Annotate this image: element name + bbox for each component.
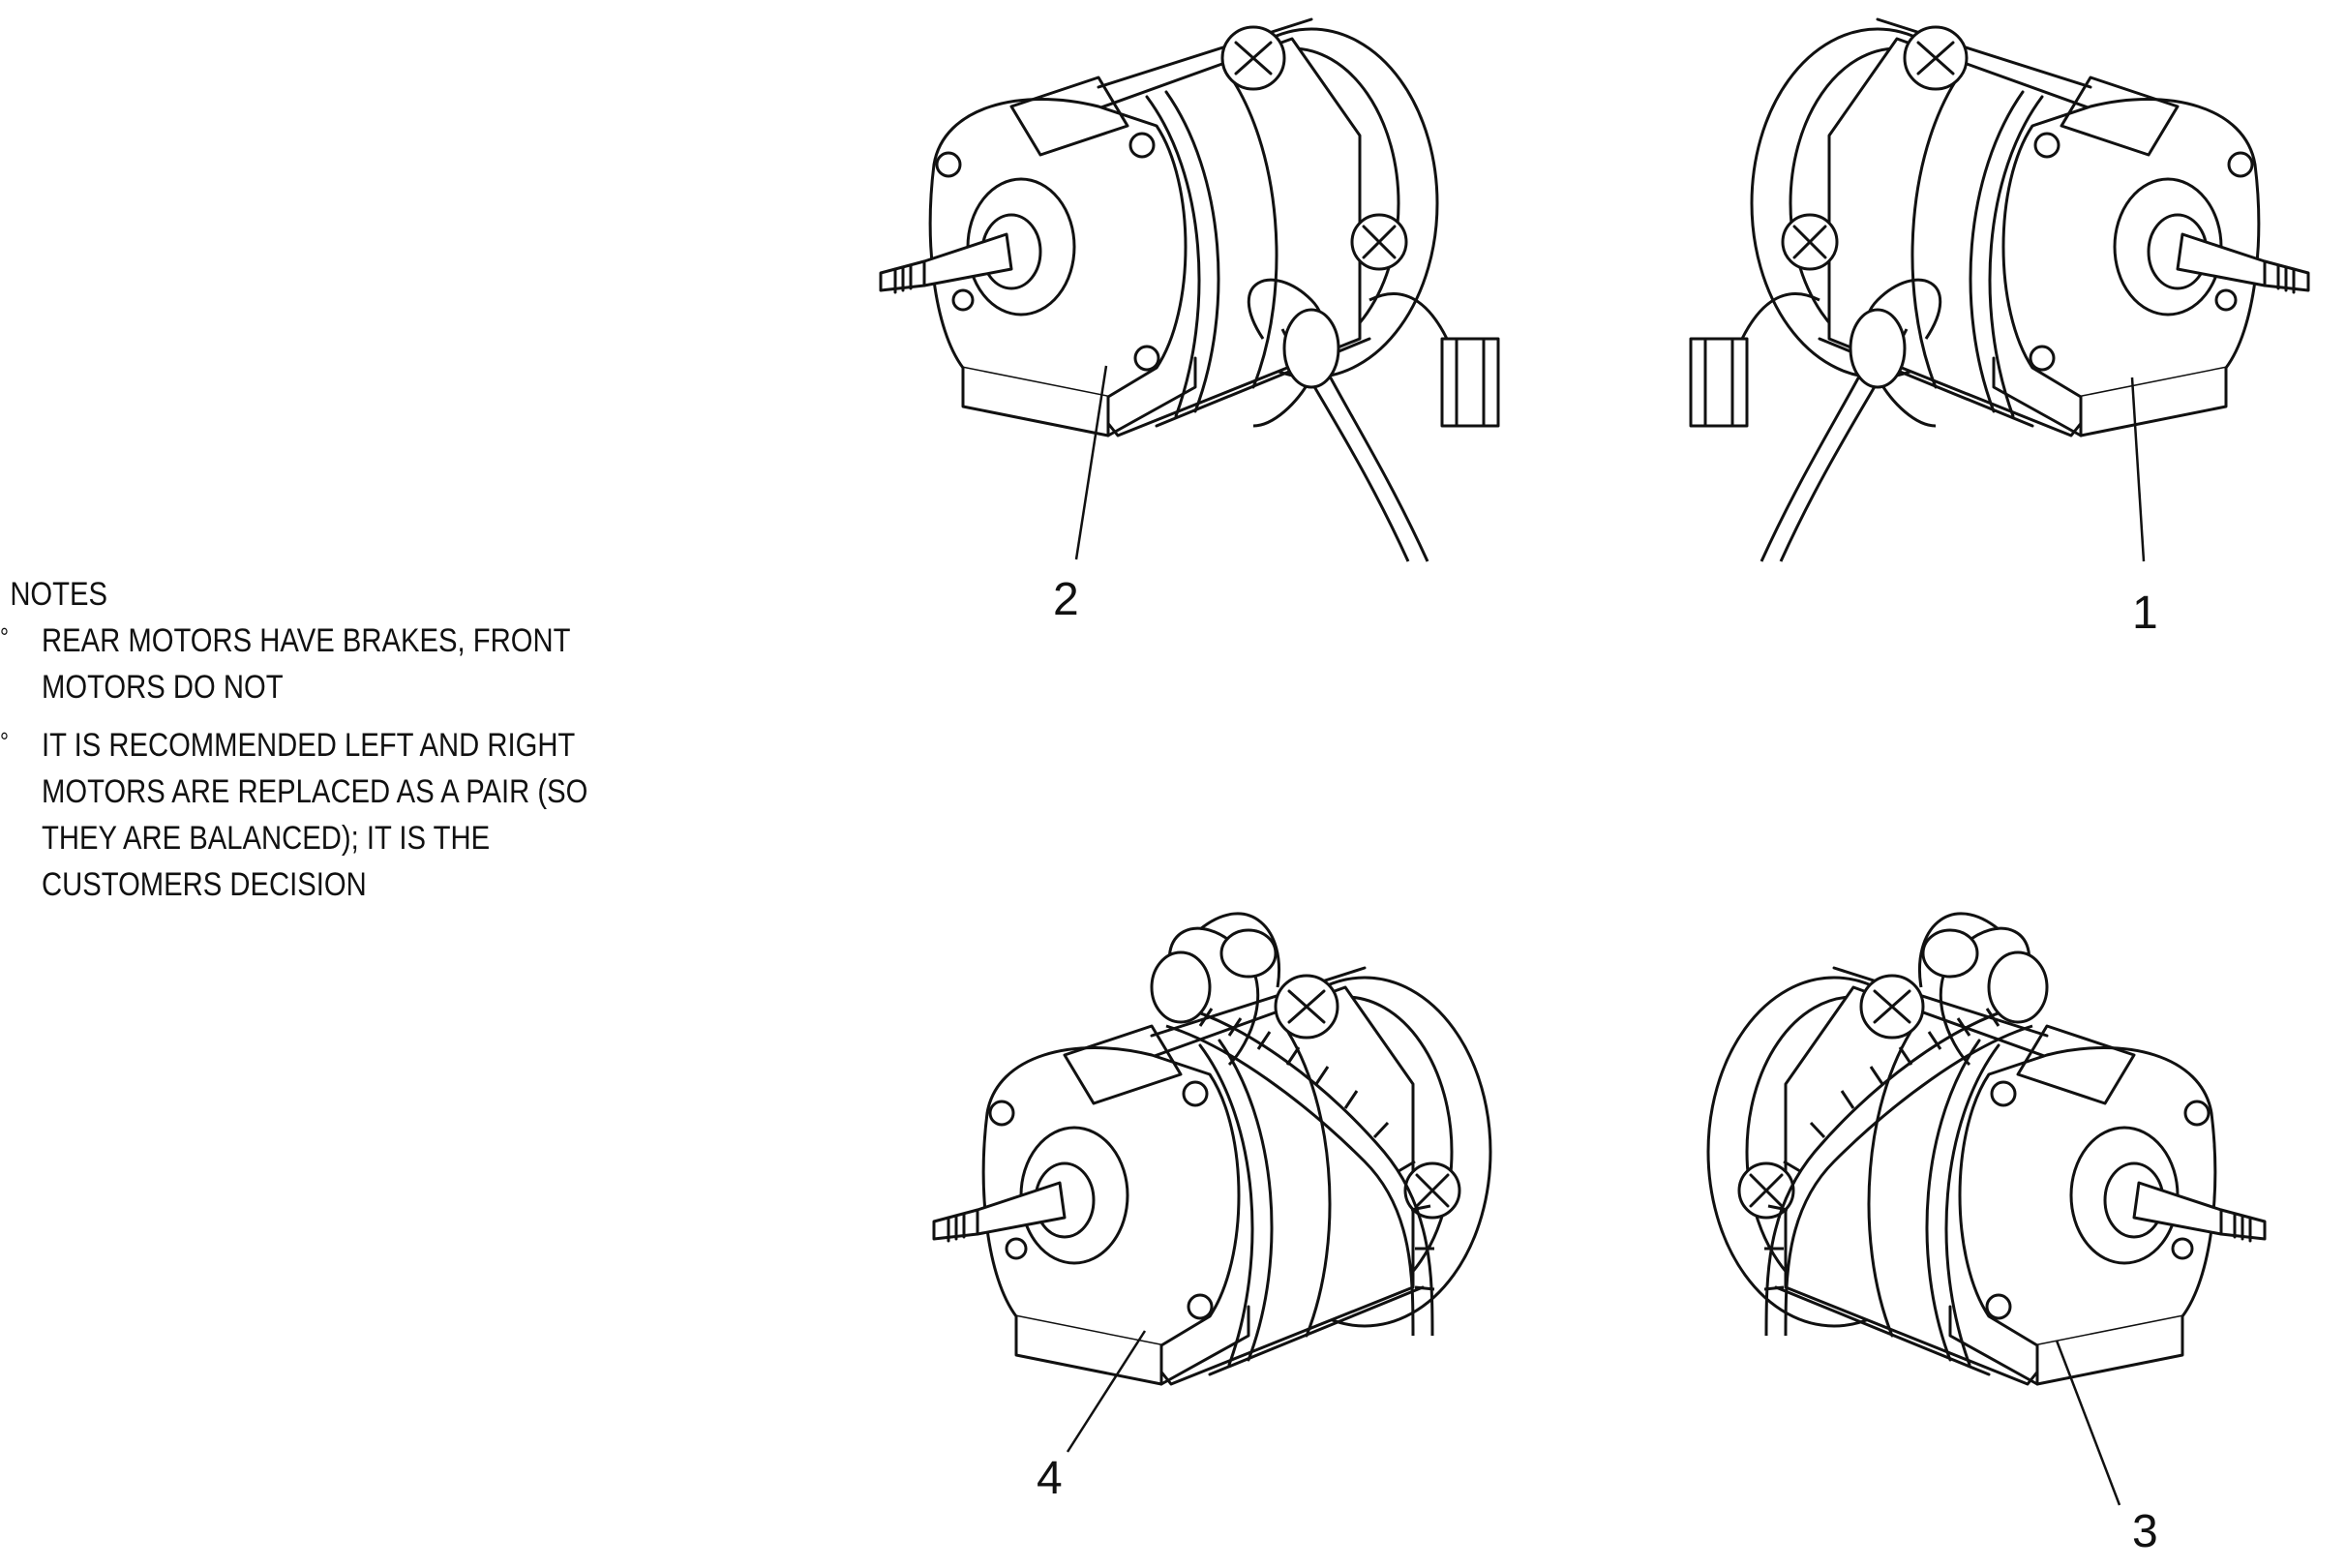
callout-2: 2 [1053,574,1079,625]
notes-title: NOTES [10,576,108,613]
leader-line-3 [2055,1340,2121,1506]
note-bullet: ° [0,727,9,756]
callout-4: 4 [1037,1453,1063,1504]
leader-line-2 [1074,365,1108,560]
motor-1 [1689,17,2310,562]
motor-3 [1706,912,2267,1386]
motor-4 [932,912,1492,1386]
callout-1: 1 [2132,588,2158,639]
leader-line-4 [1066,1330,1147,1453]
callout-3: 3 [2132,1506,2158,1557]
notes-block: NOTES ° REAR MOTORS HAVE BRAKES, FRONT M… [0,571,666,908]
leader-line-1 [2130,377,2146,562]
note-bullet: ° [0,622,9,651]
note-item-2: ° IT IS RECOMMENDED LEFT AND RIGHT MOTOR… [0,722,666,908]
note-text: REAR MOTORS HAVE BRAKES, FRONT MOTORS DO… [42,622,570,706]
note-item-1: ° REAR MOTORS HAVE BRAKES, FRONT MOTORS … [0,618,666,710]
note-text: IT IS RECOMMENDED LEFT AND RIGHT MOTORS … [42,727,588,903]
motor-2 [879,17,1500,562]
